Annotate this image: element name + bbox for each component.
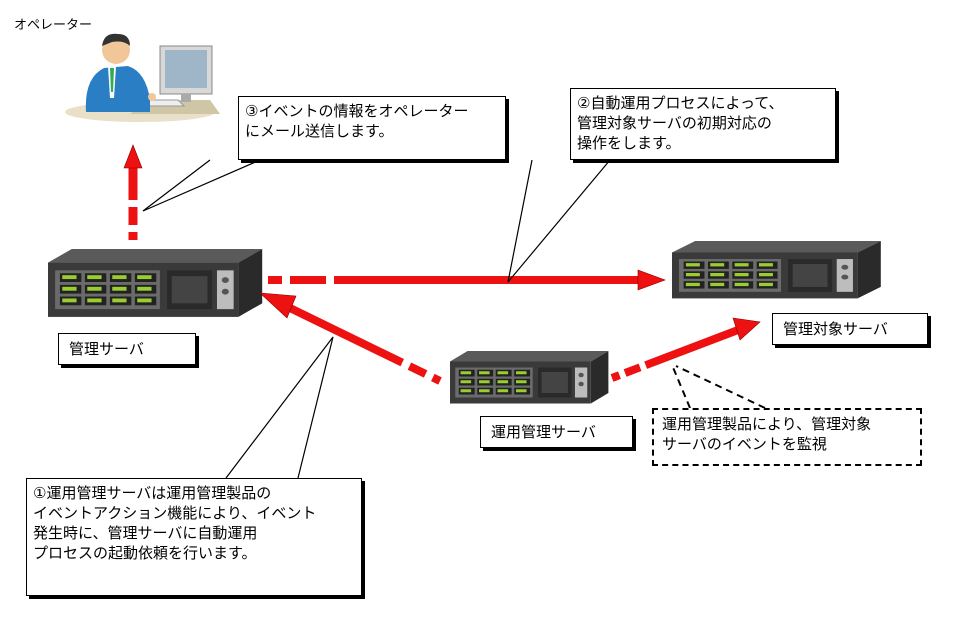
arrow-to-operator xyxy=(123,144,143,240)
callout-step1-line: プロセスの起動依頼を行います。 xyxy=(33,544,257,562)
ops-management-server-label: 運用管理サーバ xyxy=(480,416,633,448)
callout-step2: ②自動運用プロセスによって、 管理対象サーバの初期対応の 操作をします。 xyxy=(570,88,836,160)
callout-step1-line: 発生時に、管理サーバに自動運用 xyxy=(33,524,258,542)
operator-label: オペレーター xyxy=(14,18,93,33)
operator-person-icon xyxy=(65,33,220,122)
callout-pointers xyxy=(142,159,611,479)
monitor-pointer-lines xyxy=(671,364,766,409)
callout-step1-line: イベントアクション機能により、イベント xyxy=(33,504,317,522)
ops-management-server-icon xyxy=(450,351,609,404)
arrow-management-to-target xyxy=(268,269,666,291)
target-server-label-text: 管理対象サーバ xyxy=(783,320,888,338)
callout-step3-line: ③イベントの情報をオペレーター xyxy=(245,102,469,120)
callout-step1: ①運用管理サーバは運用管理製品の イベントアクション機能により、イベント 発生時… xyxy=(26,478,362,596)
callout-monitor-line: 運用管理製品により、管理対象 xyxy=(662,415,872,433)
arrow-ops-to-target xyxy=(610,317,761,382)
management-server-label-text: 管理サーバ xyxy=(69,340,144,358)
management-server-label: 管理サーバ xyxy=(58,333,196,365)
ops-management-server-label-text: 運用管理サーバ xyxy=(491,423,596,441)
callout-monitor-line: サーバのイベントを監視 xyxy=(662,435,827,453)
callout-step2-line: ②自動運用プロセスによって、 xyxy=(577,94,784,112)
callout-step2-line: 管理対象サーバの初期対応の xyxy=(577,114,772,132)
target-server-label: 管理対象サーバ xyxy=(772,313,928,345)
target-server-icon xyxy=(672,241,881,299)
callout-step3: ③イベントの情報をオペレーター にメール送信します。 xyxy=(238,96,506,160)
callout-monitor: 運用管理製品により、管理対象 サーバのイベントを監視 xyxy=(652,408,922,466)
callout-step2-line: 操作をします。 xyxy=(577,134,681,152)
callout-step1-line: ①運用管理サーバは運用管理製品の xyxy=(33,484,272,502)
callout-step3-line: にメール送信します。 xyxy=(245,122,394,140)
management-server-icon xyxy=(48,249,263,317)
arrow-ops-to-management xyxy=(259,292,442,385)
